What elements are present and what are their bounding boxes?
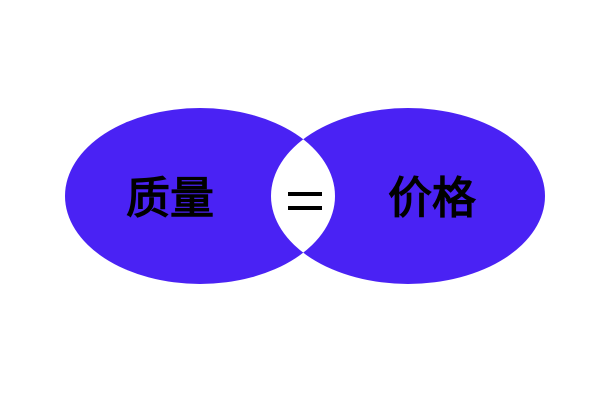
equals-sign — [288, 192, 322, 210]
right-term-label: 价格 — [388, 173, 476, 224]
equals-bar-top — [288, 192, 322, 196]
equals-bar-bottom — [288, 206, 322, 210]
right-ellipse — [271, 108, 545, 284]
left-term-label: 质量 — [126, 173, 214, 224]
left-ellipse — [65, 108, 335, 284]
